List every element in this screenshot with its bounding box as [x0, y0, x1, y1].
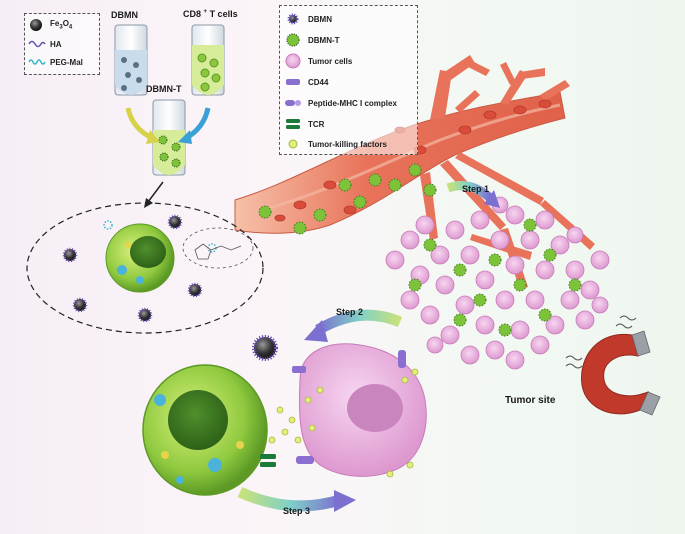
big-t-cell-vesicle — [154, 394, 166, 406]
detail-vesicle — [117, 265, 127, 275]
legend-label: CD44 — [308, 77, 329, 87]
fe3o4-icon — [30, 19, 42, 31]
big-t-cell-nucleus — [168, 390, 228, 450]
step2-arrow — [315, 309, 403, 335]
mix-arrow-left — [125, 107, 154, 141]
step1-arrowhead — [484, 190, 500, 208]
legend-item-fe3o4: Fe3O4 — [28, 18, 72, 32]
peg-mal-icon — [28, 59, 46, 65]
dbmn-t-tube — [152, 99, 186, 176]
legend-label: Tumor-killing factors — [308, 139, 387, 149]
dbmn-t-detail-ellipse — [26, 202, 264, 334]
legend-item-peptide-mhc: Peptide-MHC I complex — [284, 95, 397, 111]
tumor-site-label: Tumor site — [505, 395, 556, 406]
big-t-cell-vesicle — [161, 451, 169, 459]
chemical-structure-inset — [182, 227, 254, 269]
legend-item-dbmn: DBMN — [284, 11, 332, 27]
detail-t-cell-nucleus — [130, 236, 166, 268]
legend-left: Fe3O4 HA PEG-Mal — [24, 13, 100, 75]
tube-to-cell-arrow — [147, 181, 164, 203]
legend-right: DBMN DBMN-T Tumor cells CD44 Peptide-MHC… — [279, 5, 418, 155]
legend-label: Tumor cells — [308, 56, 353, 66]
detail-nanoparticles — [62, 214, 217, 323]
big-tumor-cell-nucleus — [347, 384, 403, 432]
legend-label-fe3o4: Fe3O4 — [50, 19, 73, 31]
big-t-cell-vesicle — [208, 458, 222, 472]
mix-arrowhead-left — [146, 130, 160, 144]
legend-item-ha: HA — [28, 37, 62, 51]
magnet-icon — [565, 315, 661, 416]
tube-label-cd8: CD8 + T cells — [183, 9, 238, 19]
peptide-mhc-complex — [398, 350, 406, 368]
legend-label: TCR — [308, 119, 325, 129]
legend-item-dbmn-t: DBMN-T — [284, 32, 340, 48]
tube-label-dbmn-t: DBMN-T — [146, 84, 182, 94]
cd44-receptor — [292, 366, 306, 373]
tumor-mass — [385, 196, 610, 370]
legend-item-cd44: CD44 — [284, 74, 328, 90]
legend-label: Peptide-MHC I complex — [308, 98, 397, 108]
step1-arrow — [446, 181, 494, 202]
step3-label: Step 3 — [283, 506, 311, 516]
tube-label-dbmn: DBMN — [111, 10, 138, 20]
legend-label-peg: PEG-Mal — [50, 57, 83, 67]
legend-label: DBMN — [308, 14, 332, 24]
tcr-icon — [286, 119, 300, 129]
mix-arrowhead-right — [178, 130, 192, 144]
ha-icon — [28, 40, 46, 48]
big-t-cell-vesicle — [176, 476, 184, 484]
step2-label: Step 2 — [336, 307, 364, 317]
surface-dbmn-particle — [252, 335, 278, 361]
tumor-killing-factors — [268, 368, 419, 478]
detail-vesicle — [136, 276, 144, 284]
tcr-receptor — [260, 454, 276, 459]
dbmn-tube — [114, 24, 148, 96]
detail-vesicle — [125, 242, 131, 248]
legend-label: DBMN-T — [308, 35, 340, 45]
legend-item-tumor-killing-factors: Tumor-killing factors — [284, 136, 387, 152]
peptide-mhc-complex — [296, 456, 314, 464]
step2-arrowhead — [304, 320, 328, 342]
dbmn-icon — [287, 13, 299, 25]
red-blood-cells — [274, 99, 552, 222]
vessel-dbmn-t-cells — [258, 163, 437, 235]
step3-arrow — [237, 486, 342, 512]
legend-label-ha: HA — [50, 39, 62, 49]
legend-item-peg: PEG-Mal — [28, 55, 83, 69]
tumor-killing-factor-icon — [288, 139, 298, 149]
peptide-mhc-icon — [285, 100, 301, 106]
step1-label: Step 1 — [462, 184, 490, 194]
legend-item-tcr: TCR — [284, 116, 324, 132]
legend-item-tumor-cells: Tumor cells — [284, 53, 352, 69]
tumor-dbmn-t-cells — [408, 218, 582, 337]
dbmn-t-icon — [286, 33, 300, 47]
cd8-t-cell-tube — [191, 24, 225, 96]
big-t-cell-vesicle — [236, 441, 244, 449]
step3-arrowhead — [334, 490, 356, 512]
cd44-icon — [286, 79, 300, 85]
tumor-cell-icon — [285, 53, 301, 69]
chemical-structure-icon — [194, 243, 242, 260]
tcr-receptor — [260, 462, 276, 467]
